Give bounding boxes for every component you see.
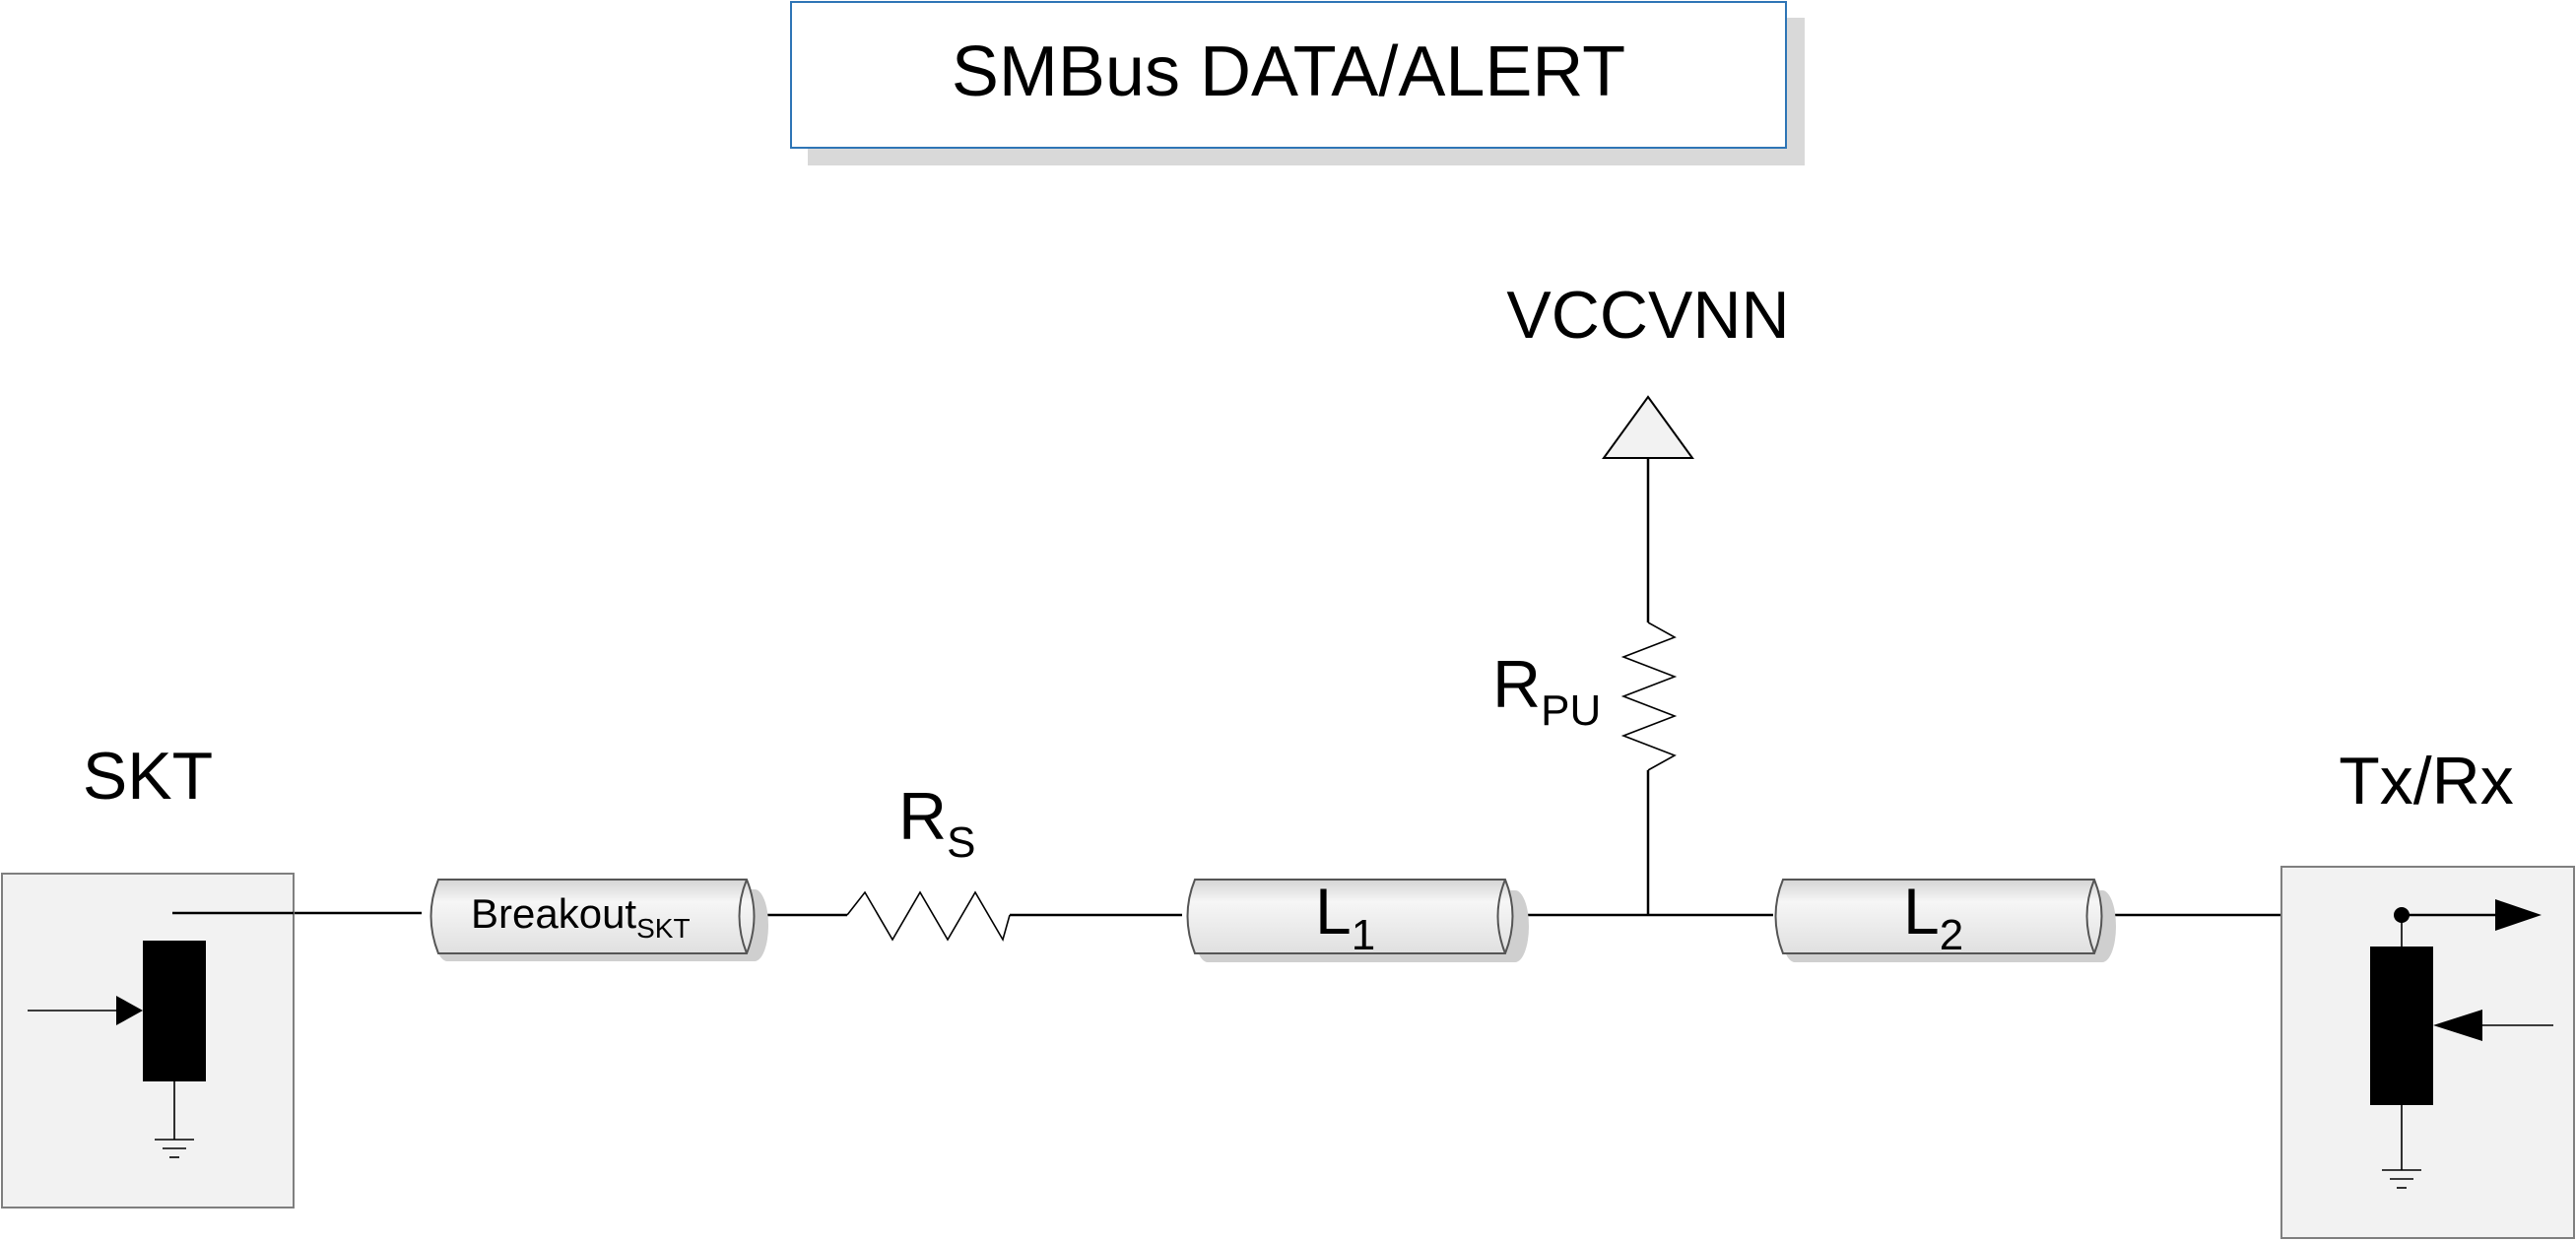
line2-cable: L2	[1774, 875, 2116, 962]
txrx-input-arrow-icon	[2433, 1010, 2482, 1041]
resistor-series-icon	[846, 890, 1011, 943]
txrx-driver-icon	[2370, 947, 2433, 1105]
pullup-resistor: RPU	[1492, 566, 1678, 916]
resistor-pullup-icon	[1620, 621, 1678, 771]
line1-label: L1	[1315, 875, 1375, 959]
pullup-resistor-label: RPU	[1492, 647, 1601, 735]
txrx-label: Tx/Rx	[2339, 744, 2514, 818]
supply-triangle-icon	[1602, 395, 1694, 459]
series-resistor-label: RS	[898, 779, 975, 867]
socket-block: SKT	[1, 739, 295, 1208]
txrx-ground-icon	[2382, 1169, 2421, 1189]
title-box: SMBus DATA/ALERT	[790, 1, 1805, 165]
socket-driver-icon	[143, 941, 206, 1081]
txrx-block: Tx/Rx	[2280, 744, 2575, 1239]
txrx-output-arrow-icon	[2495, 899, 2542, 931]
line1-cable: L1	[1186, 875, 1529, 962]
socket-ground-icon	[155, 1139, 194, 1158]
socket-label: SKT	[83, 739, 213, 814]
line2-label: L2	[1903, 875, 1963, 959]
supply-node: VCCVNN	[1506, 278, 1790, 566]
socket-input-arrow-icon	[116, 996, 143, 1025]
supply-label: VCCVNN	[1506, 278, 1789, 353]
series-resistor: RS	[846, 779, 1011, 943]
breakout-label: BreakoutSKT	[471, 890, 691, 944]
breakout-cable: BreakoutSKT	[429, 879, 768, 961]
title-text: SMBus DATA/ALERT	[952, 33, 1625, 111]
